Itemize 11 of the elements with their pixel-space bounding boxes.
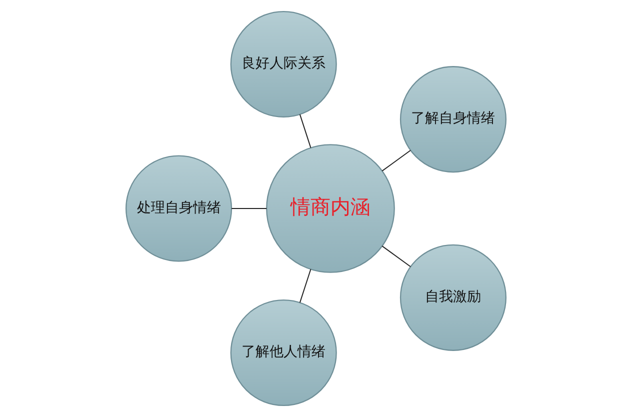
- connector: [382, 150, 411, 172]
- connector: [299, 268, 312, 304]
- connector: [231, 208, 268, 209]
- connector: [382, 246, 411, 268]
- node-circle: 良好人际关系: [230, 10, 337, 118]
- node-circle: 了解他人情绪: [230, 300, 337, 406]
- node-circle: 情商内涵: [266, 144, 395, 273]
- connector: [299, 114, 312, 148]
- node-circle: 了解自身情绪: [400, 66, 506, 173]
- node-circle: 处理自身情绪: [126, 155, 232, 262]
- node-circle: 自我激励: [400, 244, 506, 351]
